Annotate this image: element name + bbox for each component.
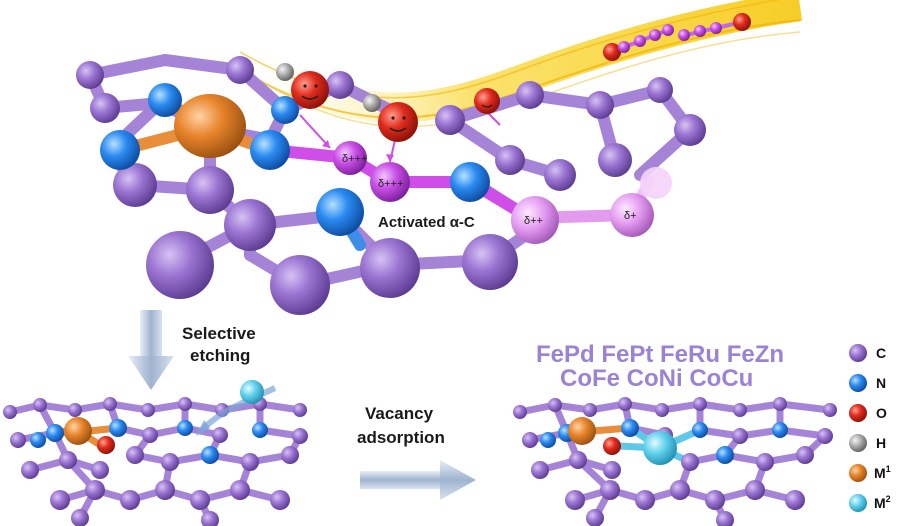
legend-item-c: C (849, 344, 886, 362)
legend-label-h: H (876, 435, 886, 451)
legend-item-n: N (849, 374, 886, 392)
legend-label-c: C (876, 345, 886, 361)
vacancy-label-line2: adsorption (357, 428, 445, 447)
delta-label-4: δ+ (624, 210, 637, 222)
bottom-right-sheet (513, 397, 837, 526)
electron-stream (239, 0, 803, 128)
legend-item-o: O (849, 404, 887, 422)
legend-swatch-m1 (849, 464, 867, 482)
top-atoms (76, 56, 706, 315)
legend-swatch-o (849, 404, 867, 422)
etching-label-line1: Selective (182, 324, 256, 343)
alloy-list-row1: FePd FePt FeRu FeZn (536, 341, 784, 368)
alloy-list-row2: CoFe CoNi CoCu (560, 365, 753, 392)
legend-label-m2: M (874, 495, 886, 511)
legend-swatch-n (849, 374, 867, 392)
legend-swatch-h (849, 434, 867, 452)
vacancy-label-line1: Vacancy (365, 404, 434, 423)
vacancy-arrow (360, 460, 476, 500)
delta-label-2: δ+++ (378, 178, 403, 190)
delta-label-1: δ+++ (342, 153, 367, 165)
legend-sup-m2: 2 (886, 494, 891, 504)
element-legend: C N O H M1 M2 (849, 344, 891, 512)
legend-swatch-c (849, 344, 867, 362)
legend-swatch-m2 (849, 494, 867, 512)
top-graphene-sheet: δ+++ δ+++ δ++ δ+ (76, 0, 803, 315)
svg-text:M2: M2 (874, 494, 891, 511)
legend-sup-m1: 1 (886, 464, 891, 474)
delta-label-3: δ++ (524, 215, 543, 227)
legend-label-o: O (876, 405, 887, 421)
bottom-left-sheet (3, 380, 308, 526)
metal-m1-atom (174, 94, 246, 158)
activated-carbon-label: Activated α-C (378, 214, 475, 231)
activated-carbon-4 (610, 193, 654, 237)
adsorbed-oh-species (276, 63, 501, 163)
legend-item-h: H (849, 434, 886, 452)
legend-item-m2: M2 (849, 494, 891, 512)
product-molecules (603, 13, 751, 61)
activated-carbon-2 (370, 162, 410, 202)
legend-label-m1: M (874, 465, 886, 481)
svg-text:M1: M1 (874, 464, 891, 481)
etching-label-line2: etching (190, 346, 250, 365)
legend-label-n: N (876, 375, 886, 391)
etching-arrow (128, 310, 174, 390)
activated-carbon-1 (333, 141, 367, 175)
activated-carbon-3 (511, 196, 559, 244)
legend-item-m1: M1 (849, 464, 891, 482)
